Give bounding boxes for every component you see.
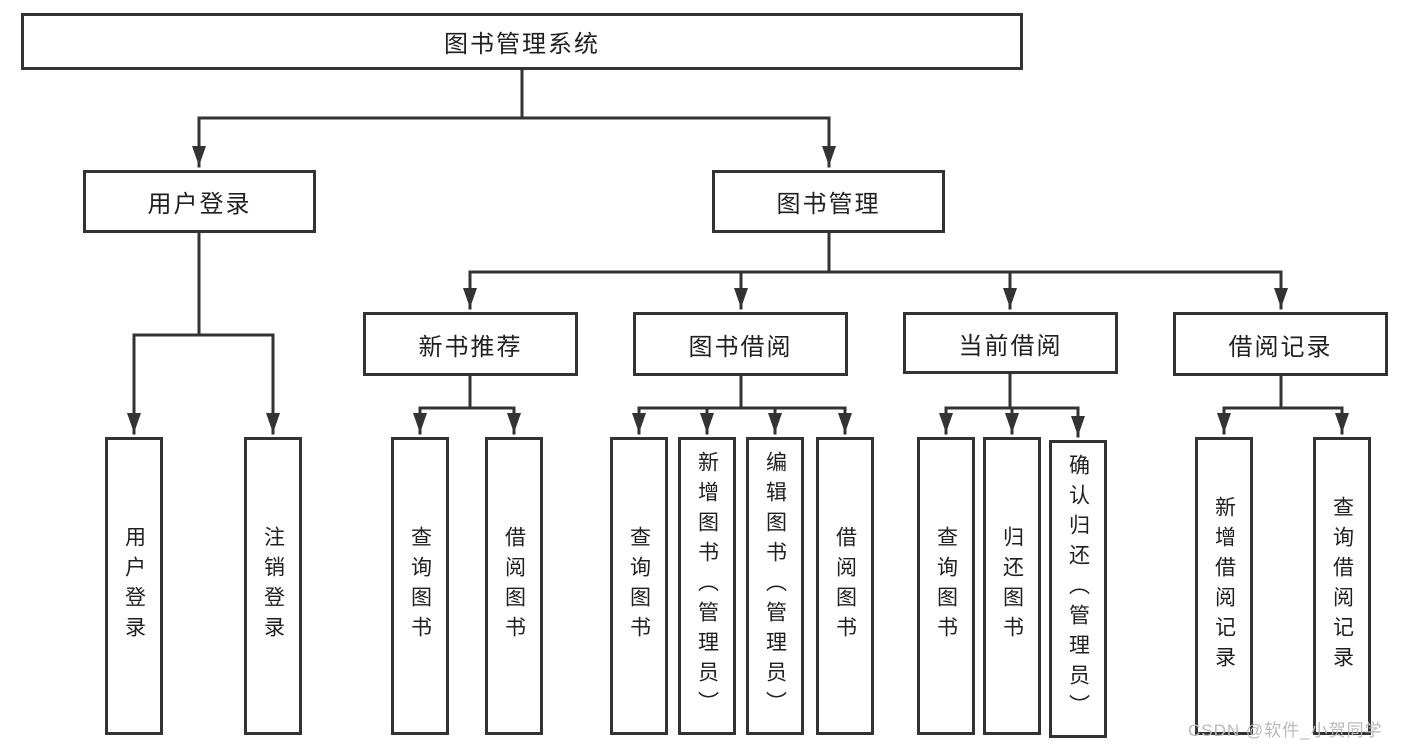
leaf-borrow-query-label: 查询图书 [627, 526, 651, 646]
leaf-user-login: 用户登录 [105, 437, 163, 735]
node-book-mgmt-label: 图书管理 [776, 191, 881, 218]
leaf-current-return-label: 归还图书 [1000, 526, 1024, 646]
leaf-records-add: 新增借阅记录 [1195, 437, 1253, 735]
leaf-borrow-add-label: 新增图书（管理员） [695, 451, 719, 721]
node-group-current-label: 当前借阅 [958, 332, 1063, 360]
leaf-current-query: 查询图书 [917, 437, 975, 735]
leaf-records-add-label: 新增借阅记录 [1212, 496, 1236, 676]
node-root: 图书管理系统 [21, 13, 1023, 70]
node-user-login-label: 用户登录 [147, 191, 252, 218]
leaf-logout-label: 注销登录 [261, 526, 285, 646]
leaf-user-login-label: 用户登录 [122, 526, 146, 646]
node-root-label: 图书管理系统 [444, 31, 600, 58]
node-group-borrow: 图书借阅 [633, 312, 848, 376]
leaf-recommend-borrow: 借阅图书 [485, 437, 543, 735]
leaf-recommend-query-label: 查询图书 [408, 526, 432, 646]
node-group-current: 当前借阅 [903, 312, 1118, 374]
leaf-records-query: 查询借阅记录 [1313, 437, 1371, 735]
node-user-login: 用户登录 [83, 170, 316, 233]
leaf-borrow-edit-label: 编辑图书（管理员） [763, 451, 787, 721]
node-book-mgmt: 图书管理 [712, 170, 945, 233]
node-group-recommend: 新书推荐 [363, 312, 578, 376]
leaf-current-confirm-label: 确认归还（管理员） [1066, 454, 1090, 724]
node-group-borrow-label: 图书借阅 [688, 333, 793, 361]
leaf-logout: 注销登录 [244, 437, 302, 735]
leaf-recommend-borrow-label: 借阅图书 [502, 526, 526, 646]
leaf-borrow-borrow-label: 借阅图书 [833, 526, 857, 646]
node-group-records: 借阅记录 [1173, 312, 1388, 376]
watermark: CSDN @软件_小贺同学 [1188, 721, 1383, 740]
leaf-current-confirm: 确认归还（管理员） [1049, 440, 1107, 738]
node-group-recommend-label: 新书推荐 [418, 333, 523, 361]
leaf-current-query-label: 查询图书 [934, 526, 958, 646]
leaf-records-query-label: 查询借阅记录 [1330, 496, 1354, 676]
leaf-borrow-borrow: 借阅图书 [816, 437, 874, 735]
leaf-borrow-add: 新增图书（管理员） [678, 437, 736, 735]
leaf-current-return: 归还图书 [983, 437, 1041, 735]
leaf-borrow-edit: 编辑图书（管理员） [746, 437, 804, 735]
leaf-borrow-query: 查询图书 [610, 437, 668, 735]
node-group-records-label: 借阅记录 [1228, 333, 1333, 361]
leaf-recommend-query: 查询图书 [391, 437, 449, 735]
